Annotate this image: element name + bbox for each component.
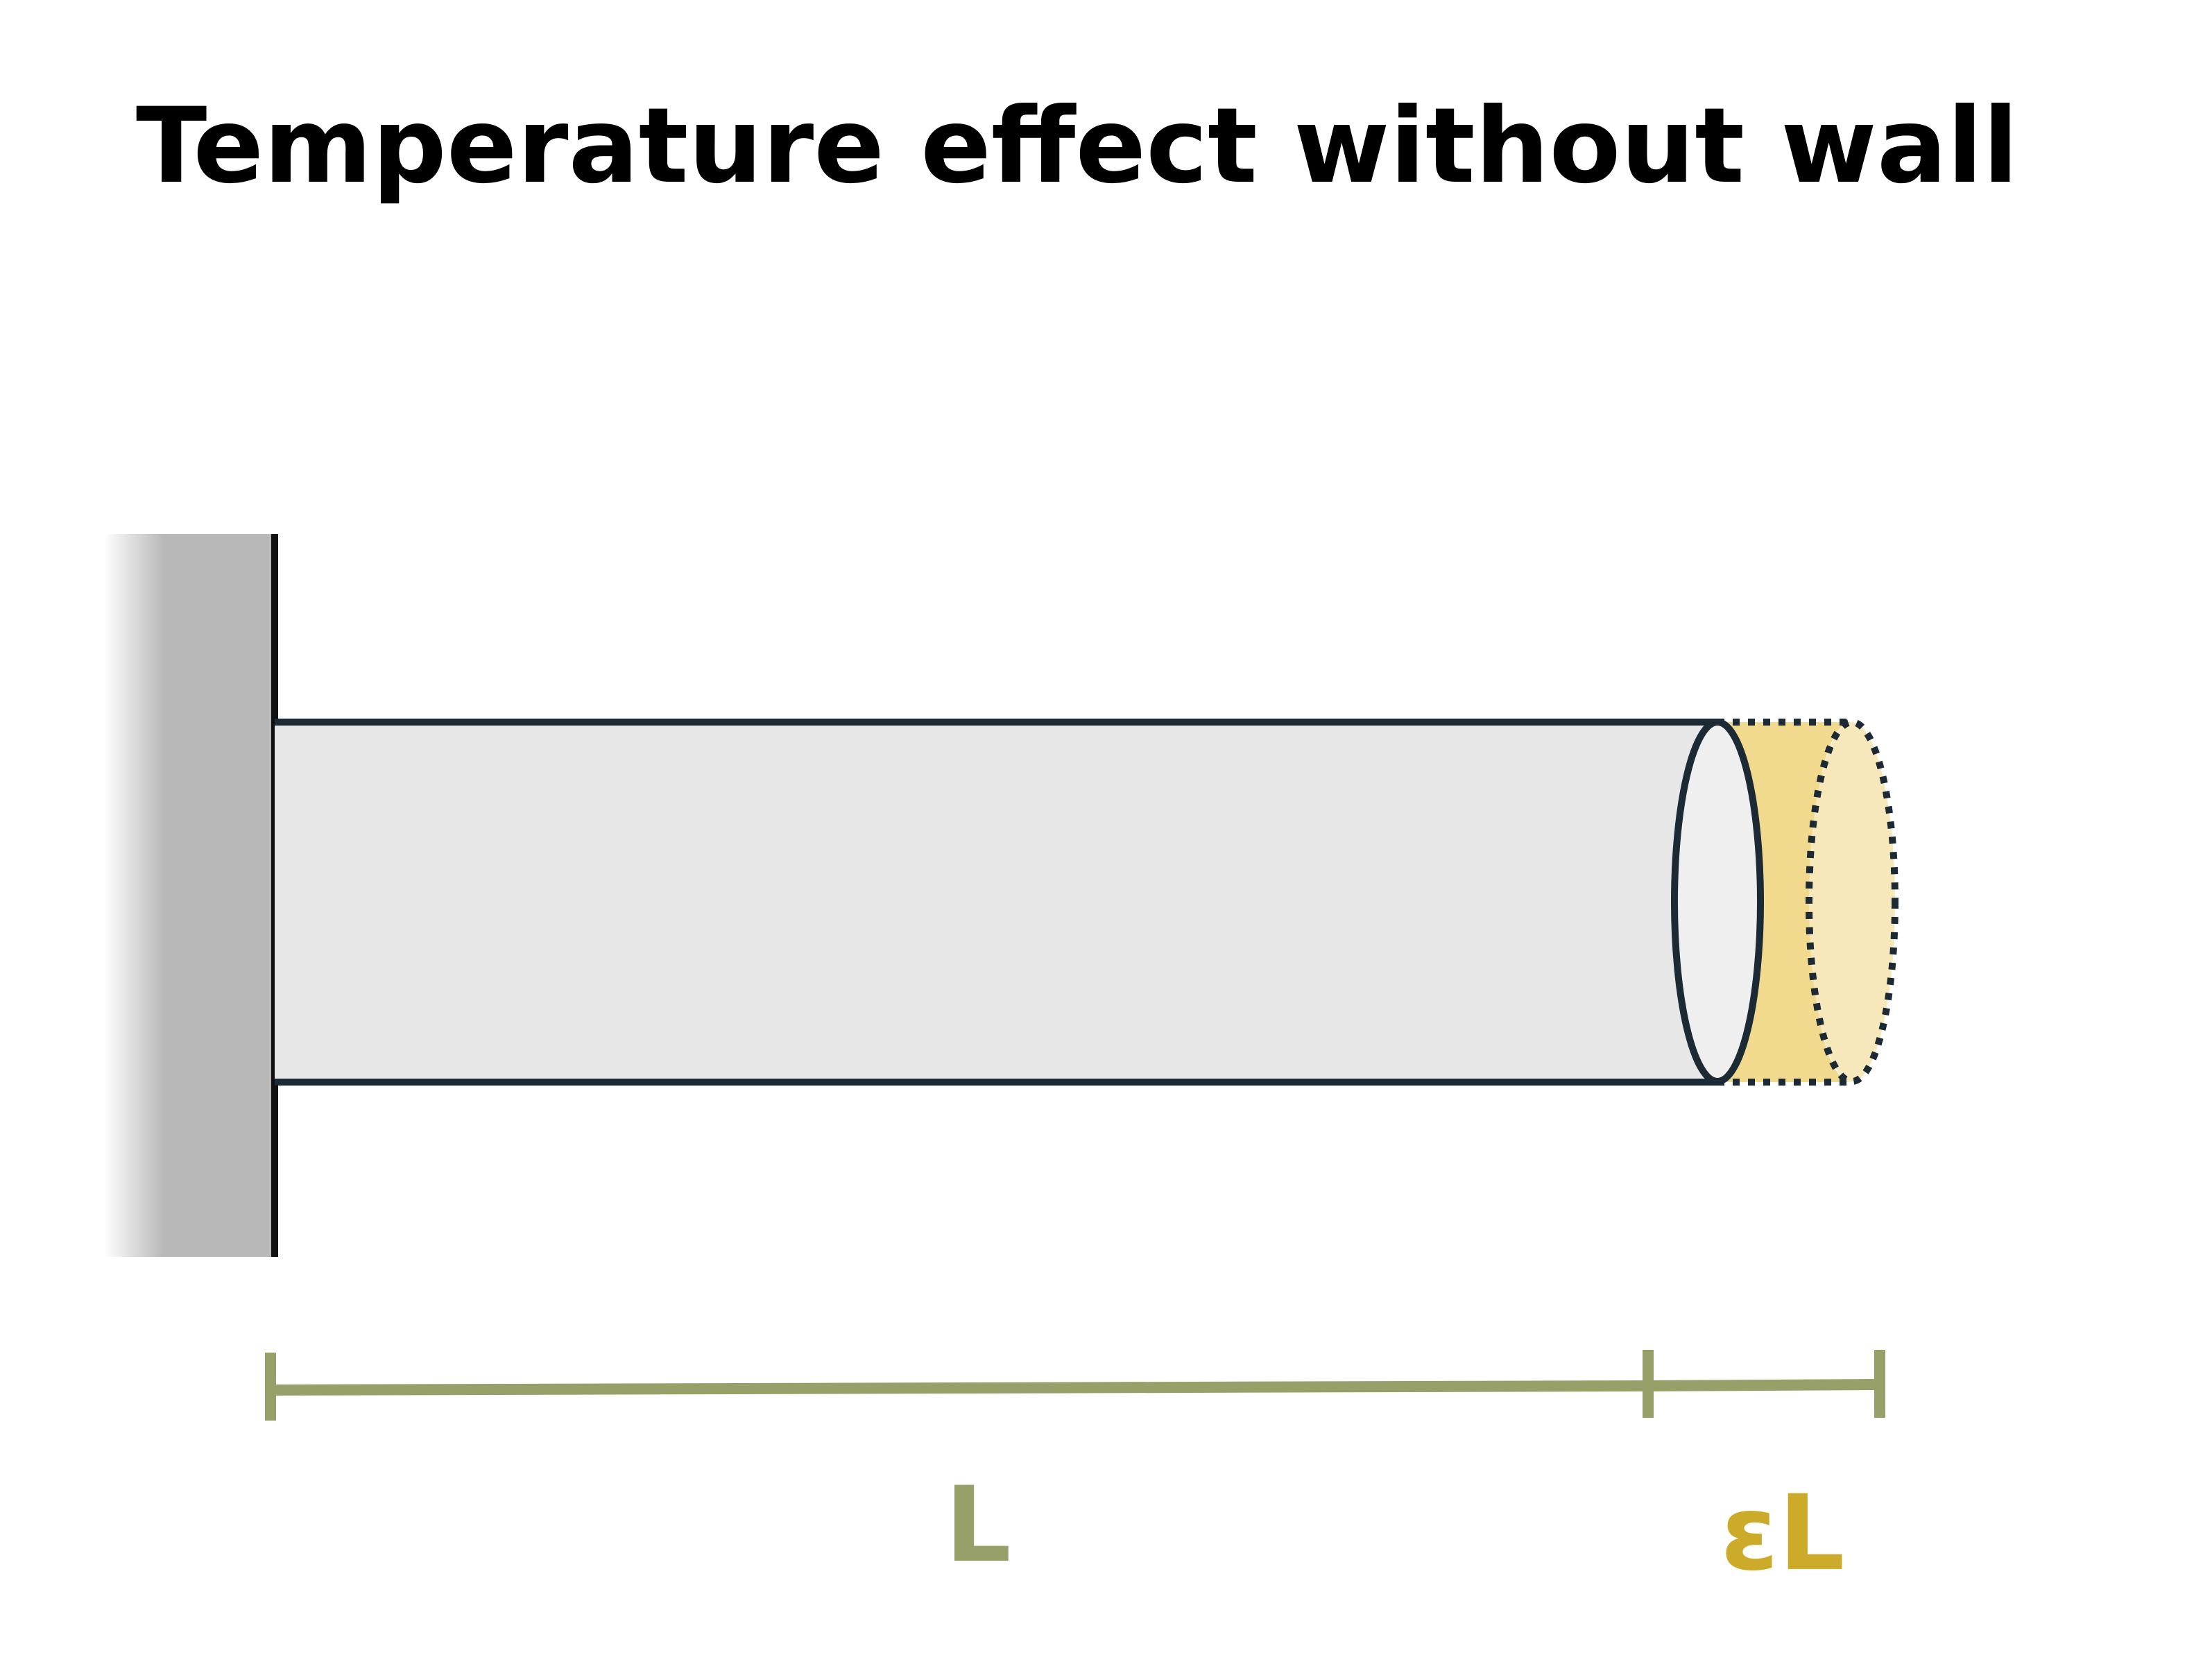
elongation-dimension-line [1647, 1379, 1880, 1391]
bar [275, 719, 1764, 1086]
wall-body [104, 534, 275, 1257]
bar-end-face [1671, 719, 1764, 1085]
diagram-title: Temperature effect without wall [136, 86, 2018, 207]
length-dimension-line [270, 1380, 1649, 1396]
length-label: L [945, 1465, 1011, 1586]
expanded-end-outline [1806, 719, 1898, 1085]
bar-body [275, 722, 1717, 1082]
expanded-end-face [1809, 722, 1895, 1081]
elongation-label: εL [1720, 1473, 1844, 1594]
dimension-lines [265, 1350, 1885, 1421]
wall [104, 531, 278, 1260]
